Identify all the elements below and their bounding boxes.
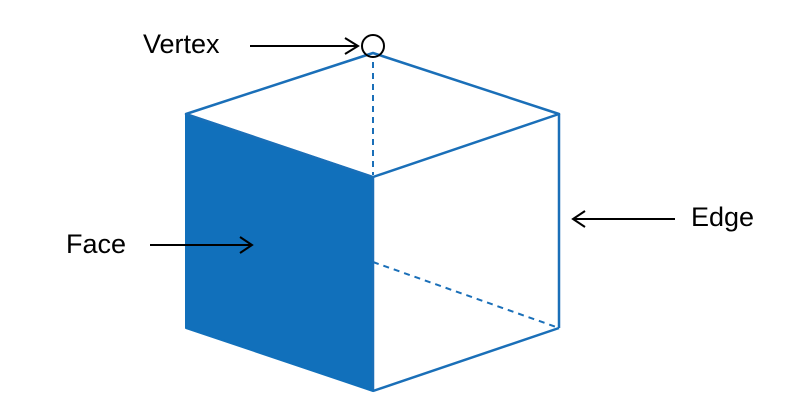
hidden-edge-diagonal (372, 261, 560, 329)
face-label: Face (66, 229, 127, 259)
shaded-face (185, 113, 374, 392)
face-arrow-icon (150, 236, 254, 254)
vertex-arrow-icon (250, 37, 360, 55)
vertex-label: Vertex (143, 29, 220, 59)
edge-arrow-icon (571, 210, 675, 228)
edge-label: Edge (691, 202, 755, 232)
vertex-circle-icon (361, 34, 385, 58)
edge-bottom-right (372, 326, 560, 393)
